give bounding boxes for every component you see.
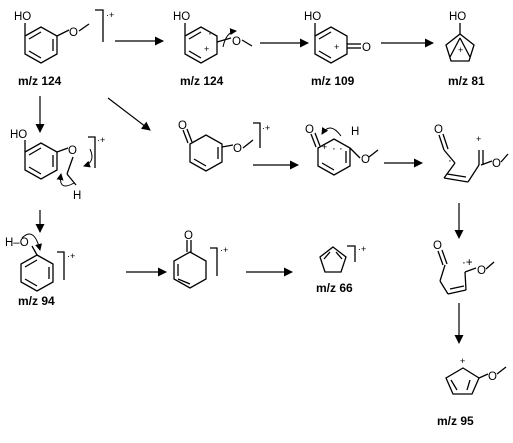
cation-charge: + <box>334 42 339 52</box>
carbonyl-oxygen: O <box>305 124 314 136</box>
carbonyl-oxygen: O <box>433 240 442 252</box>
hydroxyl-label: HO <box>304 11 321 23</box>
electron-shift-arrow <box>21 233 42 251</box>
radical-cation-label: ·+ <box>262 123 270 133</box>
oxygen-label: O <box>361 154 370 166</box>
diradical-dots: · · <box>332 143 343 155</box>
hydroxyl-label: HO <box>10 129 27 141</box>
radical-dot: · <box>448 155 452 167</box>
cation-charge: + <box>322 142 327 152</box>
oxygen-label: O <box>488 371 497 383</box>
carbonyl-oxygen: O <box>362 42 371 54</box>
mz-124-label: m/z 124 <box>180 74 224 88</box>
cation-charge: + <box>458 45 463 55</box>
hydroxyl-label: H–O <box>5 237 29 249</box>
carbonyl-oxygen: O <box>184 230 193 242</box>
oxygen-label: O <box>68 145 77 157</box>
structure-mz109: HO O + m/z 109 <box>304 11 371 88</box>
electron-shift-arrow <box>83 148 93 168</box>
mz-95-label: m/z 95 <box>437 414 474 428</box>
structure-keto-tautomer: O O ·+ <box>178 120 270 172</box>
electron-shift-arrow <box>56 173 75 187</box>
radical-cation-label: ·+ <box>106 10 114 20</box>
oxygen-label: O <box>477 265 486 277</box>
mz-81-label: m/z 81 <box>448 74 485 88</box>
carbonyl-oxygen: O <box>434 124 443 136</box>
structure-open-chain-radical: O ·+ O <box>433 240 495 295</box>
radical-cation-label: ·+ <box>358 244 366 254</box>
hydroxyl-label: HO <box>14 11 31 23</box>
reaction-arrow <box>107 97 151 131</box>
mz-109-label: m/z 109 <box>311 74 355 88</box>
radical-cation-label: ·+ <box>97 135 105 145</box>
carbonyl-oxygen: O <box>178 120 187 132</box>
hydrogen-label: H <box>73 190 81 202</box>
oxygen-label: O <box>232 36 241 48</box>
structure-mz81: HO + m/z 81 <box>445 11 485 88</box>
cation-charge: + <box>460 356 465 366</box>
mz-124-label: m/z 124 <box>18 74 62 88</box>
structure-open-chain: O · + O <box>434 124 509 183</box>
hydrogen-label: H <box>351 126 359 138</box>
structure-cyclopentadiene-mz66: ·+ m/z 66 <box>316 244 366 295</box>
radical-cation-marker: ·+ <box>462 257 473 269</box>
electron-shift-arrow <box>222 28 237 48</box>
mz-94-label: m/z 94 <box>18 294 55 308</box>
oxygen-label: O <box>492 158 501 170</box>
structure-mz95: + O m/z 95 <box>437 356 507 428</box>
hydroxyl-label: HO <box>449 11 466 23</box>
cation-charge: + <box>476 134 481 144</box>
radical-cation-label: ·+ <box>67 251 75 261</box>
structure-phenol-mz94: H–O ·+ m/z 94 <box>5 233 75 308</box>
structure-distonic-ion: HO O · + m/z 124 <box>173 11 253 88</box>
oxygen-label: O <box>69 27 78 39</box>
structure-h-transfer: HO O H ·+ <box>10 129 105 202</box>
electron-shift-arrow <box>321 127 342 137</box>
oxygen-label: O <box>233 143 242 155</box>
radical-cation-label: ·+ <box>220 245 228 255</box>
structure-cyclohexadienone: O ·+ <box>173 230 228 289</box>
structure-ring-opening: O + · · H O <box>305 124 379 176</box>
radical-dot: · <box>208 28 212 40</box>
cation-charge: + <box>204 44 209 54</box>
hydroxyl-label: HO <box>173 11 190 23</box>
structure-methoxyphenol: HO O ·+ m/z 124 <box>14 9 114 88</box>
mz-66-label: m/z 66 <box>316 281 353 295</box>
